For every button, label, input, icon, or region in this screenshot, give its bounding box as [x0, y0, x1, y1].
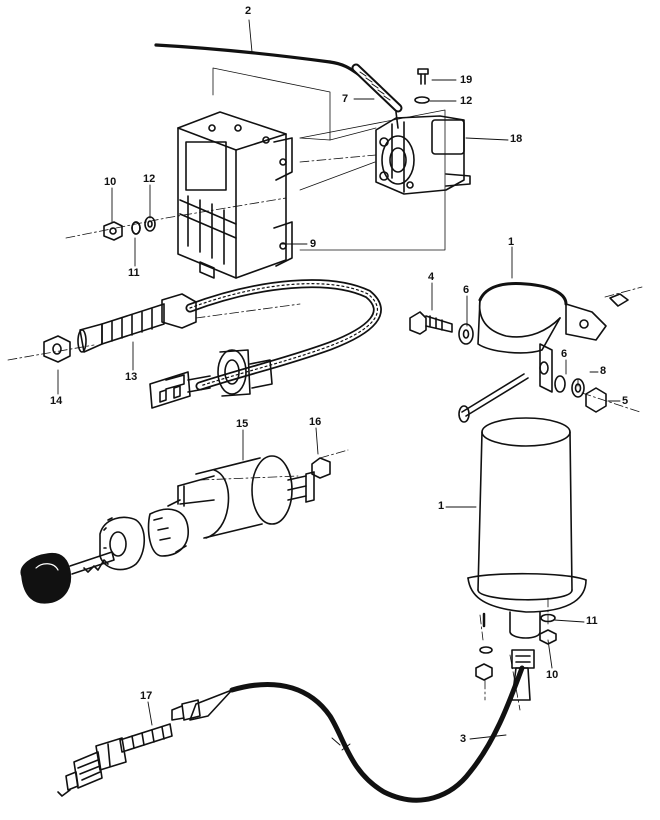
callout-1: 1 [508, 236, 515, 248]
assembly-outline-lines [212, 67, 446, 251]
callout-7: 7 [342, 93, 349, 105]
center-lines [7, 154, 643, 711]
callout-19: 19 [460, 74, 473, 86]
callout-11: 11 [128, 267, 140, 279]
shielded-cable-icon [43, 279, 382, 409]
ht-lead-icon [171, 665, 531, 803]
callout-3: 3 [460, 733, 467, 745]
callout-11: 11 [586, 615, 598, 627]
callout-10: 10 [104, 176, 117, 188]
washer-12-icon [131, 221, 141, 235]
callout-13: 13 [125, 371, 138, 383]
callout-14: 14 [50, 395, 63, 407]
vacuum-unit-icon [375, 68, 471, 195]
spark-plug-icon [57, 723, 173, 797]
callout-4: 4 [428, 271, 435, 283]
callout-17: 17 [140, 690, 153, 702]
key-icon [20, 551, 115, 604]
callout-10: 10 [546, 669, 559, 681]
callout-12: 12 [460, 95, 473, 107]
callout-15: 15 [236, 418, 249, 430]
ignition-switch-icon [99, 455, 331, 571]
callout-6: 6 [561, 348, 568, 360]
callout-1: 1 [438, 500, 445, 512]
callout-5: 5 [622, 395, 629, 407]
bracket-icon [409, 282, 629, 423]
callout-6: 6 [463, 284, 470, 296]
callout-8: 8 [600, 365, 607, 377]
ignition-coil-icon [467, 417, 587, 681]
callout-9: 9 [310, 238, 317, 250]
leader-lines [57, 19, 621, 740]
callout-12: 12 [143, 173, 156, 185]
callout-18: 18 [510, 133, 523, 145]
hose-icon [154, 43, 403, 113]
callout-2: 2 [245, 5, 252, 17]
callout-16: 16 [309, 416, 322, 428]
control-unit-icon [177, 111, 293, 279]
